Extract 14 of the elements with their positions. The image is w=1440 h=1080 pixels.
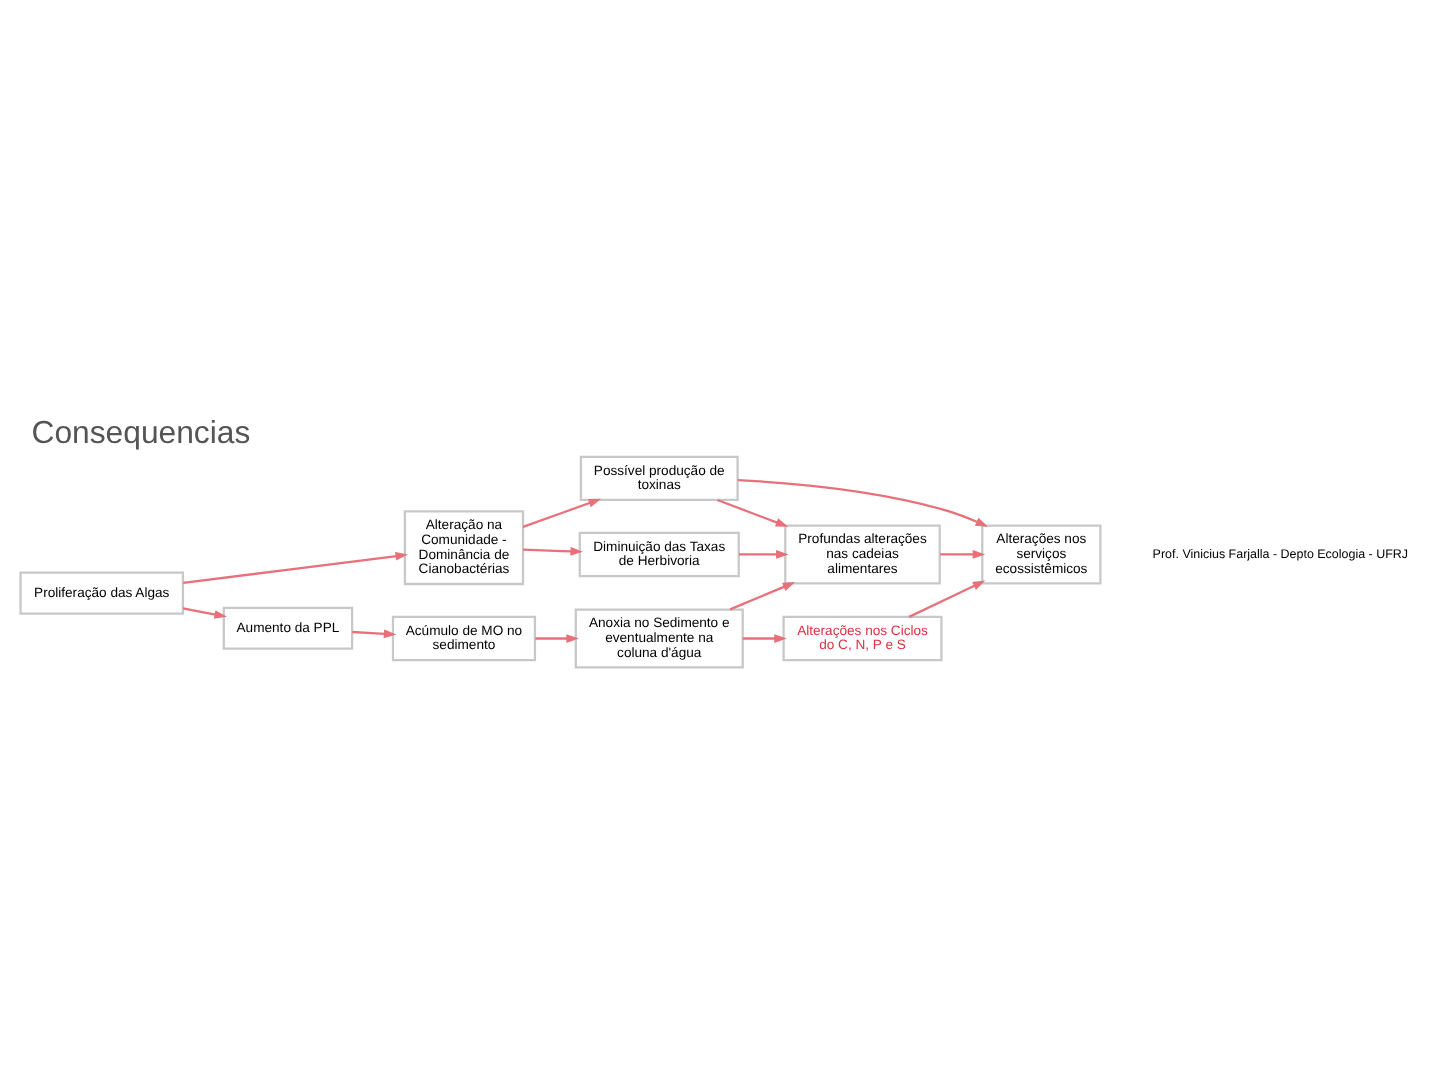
diagram-title: Consequencias	[31, 416, 251, 451]
arrow	[522, 547, 583, 556]
arrow	[908, 580, 986, 618]
arrow	[352, 629, 397, 639]
arrow	[940, 550, 986, 559]
arrow	[729, 582, 796, 611]
arrow	[717, 498, 789, 527]
arrow	[535, 634, 579, 643]
arrow	[738, 550, 789, 559]
arrow	[742, 634, 787, 643]
arrow	[182, 607, 227, 619]
arrow	[522, 498, 602, 528]
arrow	[183, 551, 408, 585]
arrow	[737, 479, 989, 527]
